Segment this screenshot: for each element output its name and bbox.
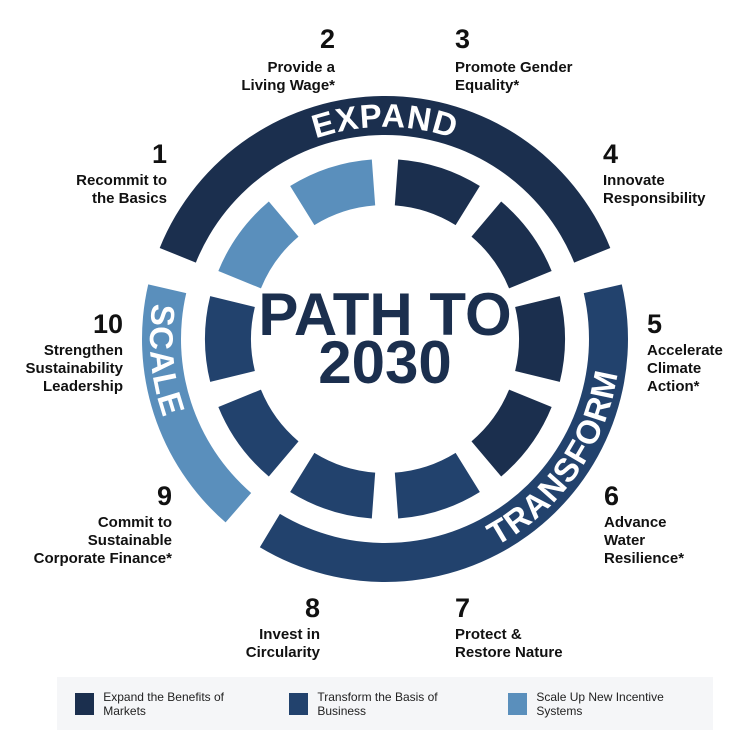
goal-text: Invest in	[259, 626, 320, 643]
inner-segments	[205, 159, 566, 519]
goal-number: 10	[93, 309, 123, 339]
goal-text: Provide a	[267, 59, 335, 76]
legend-label: Transform the Basis of Business	[317, 689, 438, 718]
legend-item-expand: Expand the Benefits of Markets	[75, 690, 249, 718]
goal-number: 6	[604, 481, 619, 511]
goal-text: Leadership	[43, 378, 123, 395]
legend-swatch	[75, 692, 95, 715]
segment-goal-1	[394, 159, 480, 226]
goal-text: Equality*	[455, 77, 519, 94]
goal-text: Advance	[604, 514, 667, 531]
goal-number: 9	[157, 481, 172, 511]
legend-swatch	[289, 692, 309, 715]
goal-text: Sustainability	[25, 360, 123, 377]
goal-text: Restore Nature	[455, 644, 563, 661]
goal-text: Living Wage*	[241, 77, 335, 94]
legend-swatch	[508, 692, 528, 715]
legend-item-scale: Scale Up New Incentive Systems	[508, 690, 691, 718]
legend-label: Scale Up New Incentive Systems	[536, 689, 664, 718]
goal-text: Climate	[647, 360, 701, 377]
segment-goal-4	[471, 389, 552, 477]
goal-text: Resilience*	[604, 550, 684, 567]
goal-number: 2	[320, 24, 335, 54]
goal-text: Protect &	[455, 626, 522, 643]
segment-goal-2	[471, 201, 552, 289]
ring-transform	[259, 284, 628, 582]
goal-text: Water	[604, 532, 645, 549]
segment-goal-7	[218, 389, 299, 477]
legend-item-transform: Transform the Basis of Business	[289, 690, 468, 718]
goal-text: Strengthen	[44, 342, 123, 359]
segment-goal-10	[290, 159, 376, 226]
goal-text: Responsibility	[603, 190, 706, 207]
segment-goal-6	[290, 452, 376, 519]
segment-goal-3	[515, 296, 566, 382]
goal-text: Corporate Finance*	[34, 550, 173, 567]
ring-expand	[159, 96, 611, 263]
goal-text: Innovate	[603, 172, 665, 189]
goal-text: the Basics	[92, 190, 167, 207]
ring-label-scale: SCALE	[143, 302, 192, 420]
goal-number: 7	[455, 593, 470, 623]
legend-label: Expand the Benefits of Markets	[103, 689, 224, 718]
ring-scale	[141, 284, 252, 523]
goal-number: 1	[152, 139, 167, 169]
goal-text: Sustainable	[88, 532, 172, 549]
goal-text: Recommit to	[76, 172, 167, 189]
goal-number: 4	[603, 139, 618, 169]
segment-goal-9	[218, 201, 299, 289]
goal-text: Circularity	[246, 644, 321, 661]
outer-rings	[141, 96, 628, 582]
segment-goal-5	[394, 452, 480, 519]
goal-number: 3	[455, 24, 470, 54]
goal-text: Accelerate	[647, 342, 723, 359]
legend: Expand the Benefits of Markets Transform…	[57, 677, 713, 730]
goal-number: 8	[305, 593, 320, 623]
goal-text: Action*	[647, 378, 700, 395]
title-line-2: 2030	[318, 329, 451, 396]
segment-goal-8	[205, 296, 255, 382]
goal-number: 5	[647, 309, 662, 339]
title-line-1: PATH TO	[258, 281, 511, 348]
goal-text: Promote Gender	[455, 59, 573, 76]
goal-text: Commit to	[98, 514, 172, 531]
